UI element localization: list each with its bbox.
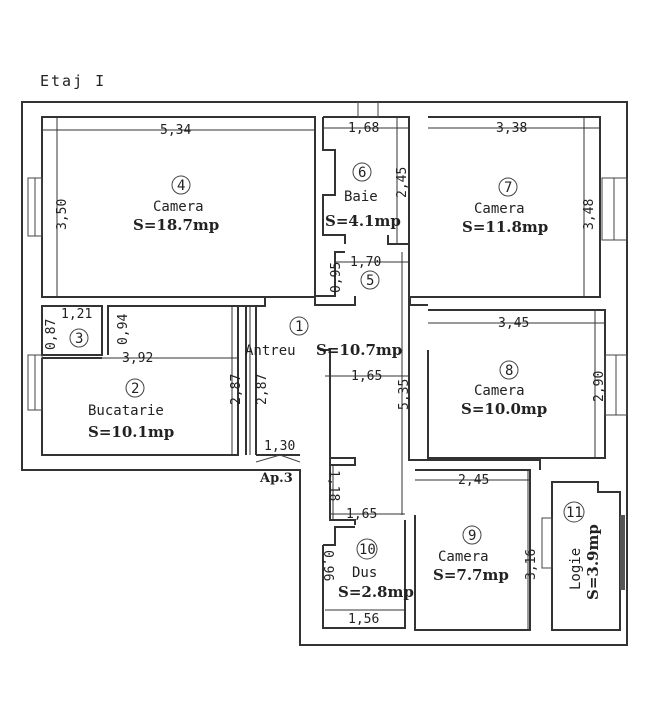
svg-text:5: 5 xyxy=(366,273,374,289)
svg-text:1: 1 xyxy=(295,319,303,335)
svg-text:Camera: Camera xyxy=(474,201,525,217)
dimension-label: 0,95 xyxy=(329,262,344,293)
room-7: 7 Camera S=11.8mp xyxy=(462,177,548,236)
svg-text:2: 2 xyxy=(131,381,139,397)
wall xyxy=(245,306,300,456)
svg-text:6: 6 xyxy=(358,165,366,181)
svg-text:9: 9 xyxy=(468,528,476,544)
dimension-label: 1,21 xyxy=(61,307,92,322)
dimension-label: 3,92 xyxy=(122,351,153,366)
room-9: 9 Camera S=7.7mp xyxy=(433,525,509,584)
svg-text:Antreu: Antreu xyxy=(245,343,296,359)
room-11: 11 Logie S=3.9mp xyxy=(563,501,602,600)
room-8: 8 Camera S=10.0mp xyxy=(461,360,547,418)
svg-text:S=3.9mp: S=3.9mp xyxy=(584,524,602,600)
svg-text:Camera: Camera xyxy=(438,549,489,565)
svg-text:Bucatarie: Bucatarie xyxy=(88,403,164,419)
svg-text:S=10.7mp: S=10.7mp xyxy=(316,341,402,359)
dimension-label: 1,65 xyxy=(346,507,377,522)
room-6: 6 Baie S=4.1mp xyxy=(325,162,401,230)
room-11-walls xyxy=(551,481,621,631)
room-7-walls xyxy=(409,116,601,306)
svg-text:Camera: Camera xyxy=(474,383,525,399)
svg-text:Baie: Baie xyxy=(344,189,378,205)
room-8-walls xyxy=(427,309,606,459)
partition xyxy=(541,517,553,569)
window xyxy=(27,354,43,411)
entrance-marker xyxy=(255,454,301,463)
dimension-label: 2,87 xyxy=(255,374,270,405)
dimension-label: 3,38 xyxy=(496,121,527,136)
dimension-label: 5,34 xyxy=(160,123,191,138)
svg-text:S=10.0mp: S=10.0mp xyxy=(461,400,547,418)
dimension-label: 2,45 xyxy=(458,473,489,488)
dimension-label: 5,35 xyxy=(397,379,412,410)
dimension-label: 1,56 xyxy=(348,612,379,627)
svg-text:10: 10 xyxy=(359,542,376,558)
svg-text:7: 7 xyxy=(504,180,512,196)
window xyxy=(604,354,628,416)
apartment-label: Ap.3 xyxy=(259,471,293,486)
dimension-label: 1,30 xyxy=(264,439,295,454)
room-1: 1 Antreu S=10.7mp xyxy=(245,316,402,359)
dimension-label: 1,65 xyxy=(351,369,382,384)
svg-text:S=18.7mp: S=18.7mp xyxy=(133,216,219,234)
dimension-label: 1,68 xyxy=(348,121,379,136)
room-5-walls xyxy=(314,251,356,306)
svg-text:8: 8 xyxy=(505,363,513,379)
dimension-lines xyxy=(42,117,605,630)
room-4: 4 Camera S=18.7mp xyxy=(133,175,219,234)
wall xyxy=(408,244,541,470)
dimension-label: 3,16 xyxy=(524,549,539,580)
svg-text:S=10.1mp: S=10.1mp xyxy=(88,423,174,441)
dimension-label: 3,45 xyxy=(498,316,529,331)
window xyxy=(620,515,625,590)
dimension-label: 2,87 xyxy=(229,374,244,405)
svg-text:S=2.8mp: S=2.8mp xyxy=(338,583,414,601)
dimension-label: 0,94 xyxy=(116,314,131,345)
wall xyxy=(42,296,266,307)
window xyxy=(357,101,379,118)
room-2: 2 Bucatarie S=10.1mp xyxy=(88,378,174,441)
svg-text:3: 3 xyxy=(75,331,83,347)
dimension-label: 0,87 xyxy=(44,319,59,350)
room-3: 3 xyxy=(69,328,89,348)
room-10-walls xyxy=(322,520,406,629)
window xyxy=(27,177,43,237)
svg-text:S=4.1mp: S=4.1mp xyxy=(325,212,401,230)
svg-text:S=11.8mp: S=11.8mp xyxy=(462,218,548,236)
dimension-label: 1,18 xyxy=(326,470,341,501)
outer-wall xyxy=(21,101,628,646)
room-5: 5 xyxy=(360,270,380,290)
room-3-walls xyxy=(41,305,103,356)
room-9-walls xyxy=(414,469,531,631)
room-10: 10 Dus S=2.8mp xyxy=(338,538,414,601)
floor-title: Etaj I xyxy=(40,72,106,90)
wall xyxy=(320,349,356,525)
dimension-label: 0,96 xyxy=(320,550,335,581)
dimension-label: 2,90 xyxy=(592,371,607,402)
dimension-label: 2,45 xyxy=(395,167,410,198)
svg-text:Logie: Logie xyxy=(568,548,584,590)
dimension-label: 3,48 xyxy=(582,199,597,230)
window xyxy=(601,177,628,241)
svg-text:Camera: Camera xyxy=(153,199,204,215)
dimension-label: 3,50 xyxy=(55,199,70,230)
svg-text:S=7.7mp: S=7.7mp xyxy=(433,566,509,584)
svg-text:4: 4 xyxy=(177,178,185,194)
wall xyxy=(330,457,356,466)
svg-text:Dus: Dus xyxy=(352,565,377,581)
svg-text:11: 11 xyxy=(566,505,583,521)
dimension-label: 1,70 xyxy=(350,255,381,270)
